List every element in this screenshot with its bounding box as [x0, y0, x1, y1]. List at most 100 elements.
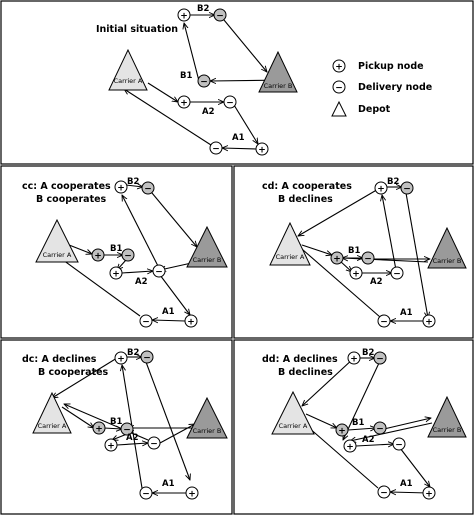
label-a2-cc: A2	[135, 277, 148, 287]
svg-text:+: +	[117, 355, 125, 365]
svg-text:+: +	[333, 255, 341, 265]
label-a2-dd: A2	[362, 435, 375, 445]
svg-text:+: +	[180, 12, 188, 22]
legend-pickup-label: Pickup node	[358, 61, 424, 72]
pickup-node-b2: +	[177, 8, 191, 22]
svg-text:+: +	[352, 270, 360, 280]
pickup-node-a1-cc: +	[184, 314, 198, 328]
depot-carrier-a-cc-label: Carrier A	[43, 251, 72, 259]
panel-dc-title-line2: B cooperates	[38, 367, 109, 378]
delivery-node-b1-cd: −	[361, 251, 375, 265]
svg-text:−: −	[393, 270, 401, 280]
label-b2-dd: B2	[362, 348, 374, 358]
delivery-node-b2-dc: −	[140, 350, 154, 364]
svg-text:−: −	[376, 425, 384, 435]
delivery-node-a2: −	[223, 95, 237, 109]
svg-text:+: +	[335, 63, 343, 73]
panel-initial-frame	[0, 0, 474, 165]
svg-text:+: +	[258, 146, 266, 156]
depot-carrier-a-dc-label: Carrier A	[38, 422, 67, 430]
label-b1-cc: B1	[110, 244, 122, 254]
panel-initial-graph: Carrier A Carrier B + − − + − + − B2 B1 …	[108, 4, 298, 156]
pickup-node-a2: +	[177, 95, 191, 109]
svg-text:+: +	[117, 184, 125, 194]
svg-text:+: +	[94, 252, 102, 262]
label-a2-dc: A2	[126, 433, 139, 443]
svg-text:−: −	[364, 255, 372, 265]
panel-cc-frame	[0, 165, 233, 339]
svg-text:+: +	[338, 427, 346, 437]
depot-carrier-b	[258, 50, 298, 93]
depot-carrier-a-cd-label: Carrier A	[276, 253, 305, 261]
delivery-node-b1-cc: −	[121, 248, 135, 262]
panel-cc-graph: Carrier A Carrier B + − + − + − + − B2 B…	[35, 177, 228, 328]
panel-dd-title-line1: dd: A declines	[262, 354, 338, 365]
svg-text:−: −	[143, 354, 151, 364]
svg-text:+: +	[425, 490, 433, 500]
label-b1-dd: B1	[352, 418, 364, 428]
svg-text:+: +	[107, 442, 115, 452]
svg-text:+: +	[188, 490, 196, 500]
label-b1-cd: B1	[348, 246, 360, 256]
depot-carrier-a-cc	[35, 218, 79, 263]
depot-carrier-b-label: Carrier B	[264, 82, 293, 90]
legend-delivery-label: Delivery node	[358, 82, 432, 93]
label-b1-dc: B1	[110, 417, 122, 427]
pickup-node-b1-dd: +	[335, 423, 349, 437]
panel-dd-graph: Carrier A Carrier B + − + − + − + − B2 B…	[271, 348, 467, 500]
depot-carrier-b-cc-label: Carrier B	[193, 256, 222, 264]
svg-text:+: +	[425, 318, 433, 328]
depot-carrier-a-cd	[269, 221, 311, 266]
legend: + Pickup node − Delivery node Depot	[331, 59, 432, 117]
pickup-node-b2-dd: +	[347, 351, 361, 365]
svg-text:−: −	[123, 426, 131, 436]
label-a1-cc: A1	[162, 307, 175, 317]
delivery-node-a1-cc: −	[139, 314, 153, 328]
svg-text:−: −	[144, 185, 152, 195]
delivery-node-a1-cd: −	[377, 314, 391, 328]
svg-text:−: −	[216, 12, 224, 22]
panel-cc-title-line1: cc: A cooperates	[22, 181, 111, 192]
pickup-node-b1: −	[197, 74, 211, 88]
depot-carrier-b-cc	[186, 225, 228, 268]
svg-text:+: +	[95, 425, 103, 435]
svg-text:+: +	[350, 355, 358, 365]
panel-cd-frame	[233, 165, 474, 339]
svg-text:−: −	[155, 268, 163, 278]
pickup-node-a2-cd: +	[349, 266, 363, 280]
panel-cd-graph: Carrier A Carrier B + − + − + − + − B2 B…	[269, 177, 467, 328]
pickup-node-a1-dc: +	[185, 486, 199, 500]
delivery-node-a2-cd: −	[390, 266, 404, 280]
svg-text:+: +	[187, 318, 195, 328]
delivery-node-b2-cd: −	[400, 181, 414, 195]
depot-carrier-a-dd	[271, 390, 315, 435]
svg-text:−: −	[335, 84, 343, 94]
delivery-node-b1-dc: −	[120, 422, 134, 436]
depot-carrier-a	[108, 48, 148, 91]
svg-text:−: −	[142, 490, 150, 500]
label-a2: A2	[202, 107, 215, 117]
label-a1-cd: A1	[400, 308, 413, 318]
label-a1-dd: A1	[400, 479, 413, 489]
pickup-node-a1-dd: +	[422, 486, 436, 500]
pickup-node-a2-cc: +	[109, 266, 123, 280]
panel-dd-title-line2: B declines	[278, 367, 333, 378]
depot-carrier-b-dc	[186, 396, 228, 439]
depot-carrier-a-dc	[32, 391, 72, 434]
svg-text:−: −	[142, 318, 150, 328]
delivery-node-b2-dd: −	[373, 351, 387, 365]
pickup-node-b1-cd: +	[330, 251, 344, 265]
pickup-node-b2-dc: +	[114, 351, 128, 365]
panel-dc-title-line1: dc: A declines	[22, 354, 97, 365]
delivery-node-a1-dd: −	[377, 485, 391, 499]
panel-cc-title-line2: B cooperates	[36, 194, 107, 205]
depot-carrier-b-dc-label: Carrier B	[193, 427, 222, 435]
pickup-node-a1: +	[255, 142, 269, 156]
pickup-node-b1-dc: +	[92, 421, 106, 435]
delivery-node-a2-dc: −	[147, 436, 161, 450]
svg-text:−: −	[403, 185, 411, 195]
svg-text:+: +	[346, 443, 354, 453]
pickup-node-b1-cc: +	[91, 248, 105, 262]
panel-dc-graph: Carrier A Carrier B + − + − + − + − B2 B…	[32, 348, 228, 500]
delivery-node-b2: −	[213, 8, 227, 22]
